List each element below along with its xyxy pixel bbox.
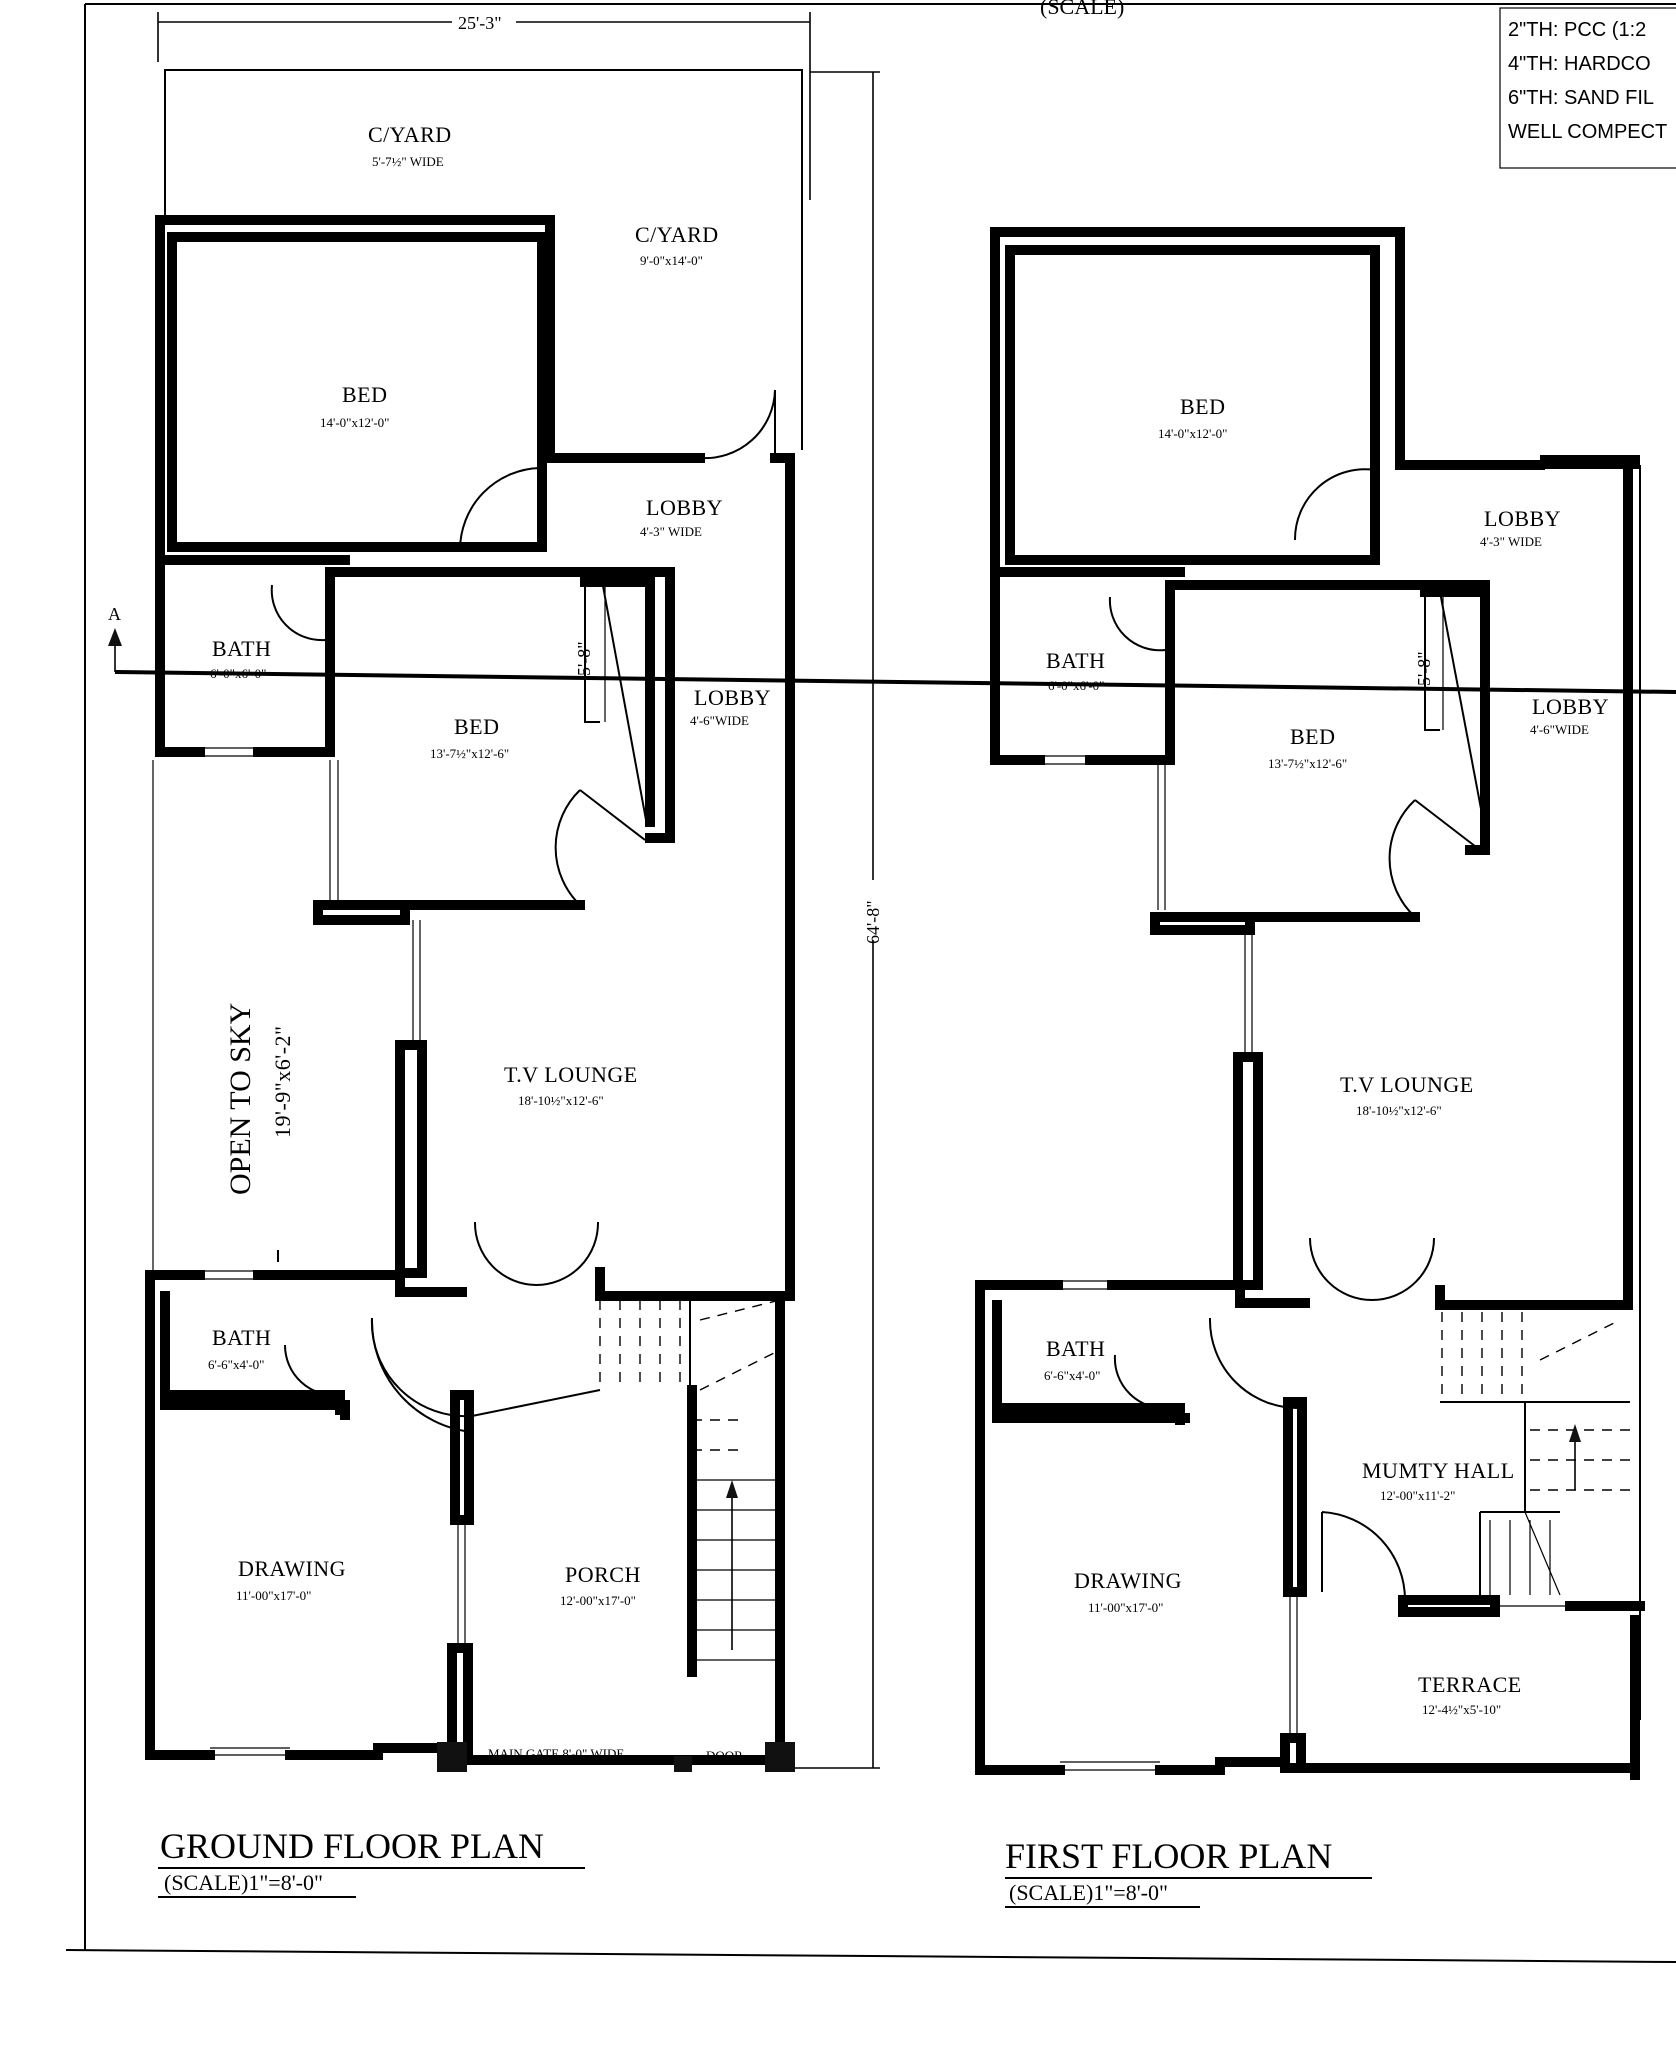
ff-terrace-size: 12'-4½"x5'-10" xyxy=(1422,1702,1501,1717)
gf-width-dimension: 25'-3" xyxy=(157,10,811,200)
ff-title: FIRST FLOOR PLAN xyxy=(1005,1836,1332,1876)
ff-lobby2-name: LOBBY xyxy=(1532,694,1609,719)
gf-tv-lounge-name: T.V LOUNGE xyxy=(504,1062,638,1087)
gf-bath2-name: BATH xyxy=(212,1325,271,1350)
ff-bath2-size: 6'-6"x4'-0" xyxy=(1044,1368,1100,1383)
gf-open-sky-size: 19'-9"x6'-2" xyxy=(270,1025,295,1138)
ff-lobby1-size: 4'-3" WIDE xyxy=(1480,534,1542,549)
ff-staircase xyxy=(1441,1312,1630,1596)
gf-bed2-size: 13'-7½"x12'-6" xyxy=(430,746,509,761)
ff-tv-lounge-size: 18'-10½"x12'-6" xyxy=(1356,1103,1442,1118)
gf-lobby1-size: 4'-3" WIDE xyxy=(640,524,702,539)
ff-mumty-size: 12'-00"x11'-2" xyxy=(1380,1488,1455,1503)
gf-bed2-name: BED xyxy=(454,714,500,739)
ff-drawing-name: DRAWING xyxy=(1074,1568,1182,1593)
first-floor-plan: BED 14'-0"x12'-0" LOBBY 4'-3" WIDE BATH … xyxy=(975,227,1645,1908)
gf-drawing-name: DRAWING xyxy=(238,1556,346,1581)
ff-tv-lounge-name: T.V LOUNGE xyxy=(1340,1072,1474,1097)
gf-title: GROUND FLOOR PLAN xyxy=(160,1826,544,1866)
note-1: 2"TH: PCC (1:2 xyxy=(1508,19,1646,41)
gf-bath1-size: 6'-0"x6'-0" xyxy=(210,666,266,681)
gf-porch-name: PORCH xyxy=(565,1562,641,1587)
gf-cyard-side-name: C/YARD xyxy=(635,222,719,247)
ff-scale: (SCALE)1"=8'-0" xyxy=(1009,1880,1168,1905)
ff-bath1-size: 6'-0"x6'-0" xyxy=(1048,678,1104,693)
gf-drawing-size: 11'-00"x17'-0" xyxy=(236,1588,311,1603)
ff-bath1-name: BATH xyxy=(1046,648,1105,673)
ff-terrace-name: TERRACE xyxy=(1418,1672,1522,1697)
ff-bed2-name: BED xyxy=(1290,724,1336,749)
gf-bath2-size: 6'-6"x4'-0" xyxy=(208,1357,264,1372)
gf-bed1-size: 14'-0"x12'-0" xyxy=(320,415,389,430)
gf-door-label: DOOR xyxy=(706,1748,743,1763)
gf-tv-lounge-size: 18'-10½"x12'-6" xyxy=(518,1093,604,1108)
ff-bed2-size: 13'-7½"x12'-6" xyxy=(1268,756,1347,771)
note-4: WELL COMPECT xyxy=(1508,121,1667,143)
sheet-border: (SCALE) xyxy=(65,0,1676,1963)
gf-lobby2-size: 4'-6"WIDE xyxy=(690,713,749,728)
ff-bed1-size: 14'-0"x12'-0" xyxy=(1158,426,1227,441)
gf-lobby1-name: LOBBY xyxy=(646,495,723,520)
note-3: 6"TH: SAND FIL xyxy=(1508,87,1654,109)
gf-main-gate-label: MAIN GATE 8'-0" WIDE xyxy=(488,1746,624,1761)
ff-bath2-name: BATH xyxy=(1046,1336,1105,1361)
gf-depth-dimension: 64'-8" xyxy=(780,71,886,1769)
gf-staircase xyxy=(599,1299,781,1661)
gf-depth-label: 64'-8" xyxy=(863,900,883,944)
section-line-a: A xyxy=(108,604,1676,694)
ground-floor-plan: 25'-3" 64'-8" xyxy=(145,10,886,1898)
gf-porch-size: 12'-00"x17'-0" xyxy=(560,1593,636,1608)
top-cut-label: (SCALE) xyxy=(1040,0,1124,19)
gf-open-sky-name: OPEN TO SKY xyxy=(224,1003,257,1195)
ff-lobby2-size: 4'-6"WIDE xyxy=(1530,722,1589,737)
gf-cyard-top-name: C/YARD xyxy=(368,122,452,147)
note-2: 4"TH: HARDCO xyxy=(1508,53,1651,75)
gf-lobby2-name: LOBBY xyxy=(694,685,771,710)
ff-bed1-name: BED xyxy=(1180,394,1226,419)
ff-mumty-name: MUMTY HALL xyxy=(1362,1458,1515,1483)
section-marker: A xyxy=(108,604,121,624)
gf-scale: (SCALE)1"=8'-0" xyxy=(164,1870,323,1895)
notes-box: 2"TH: PCC (1:2 4"TH: HARDCO 6"TH: SAND F… xyxy=(1499,7,1676,169)
gf-width-label: 25'-3" xyxy=(458,13,502,33)
gf-cyard-top-size: 5'-7½" WIDE xyxy=(372,154,444,169)
ff-stair-width: 5'-8" xyxy=(1414,651,1434,686)
ff-lobby1-name: LOBBY xyxy=(1484,506,1561,531)
gf-bath1-name: BATH xyxy=(212,636,271,661)
ff-drawing-size: 11'-00"x17'-0" xyxy=(1088,1600,1163,1615)
gf-cyard-side-size: 9'-0"x14'-0" xyxy=(640,253,703,268)
gf-stair-width: 5'-8" xyxy=(574,641,594,676)
gf-bed1-name: BED xyxy=(342,382,388,407)
